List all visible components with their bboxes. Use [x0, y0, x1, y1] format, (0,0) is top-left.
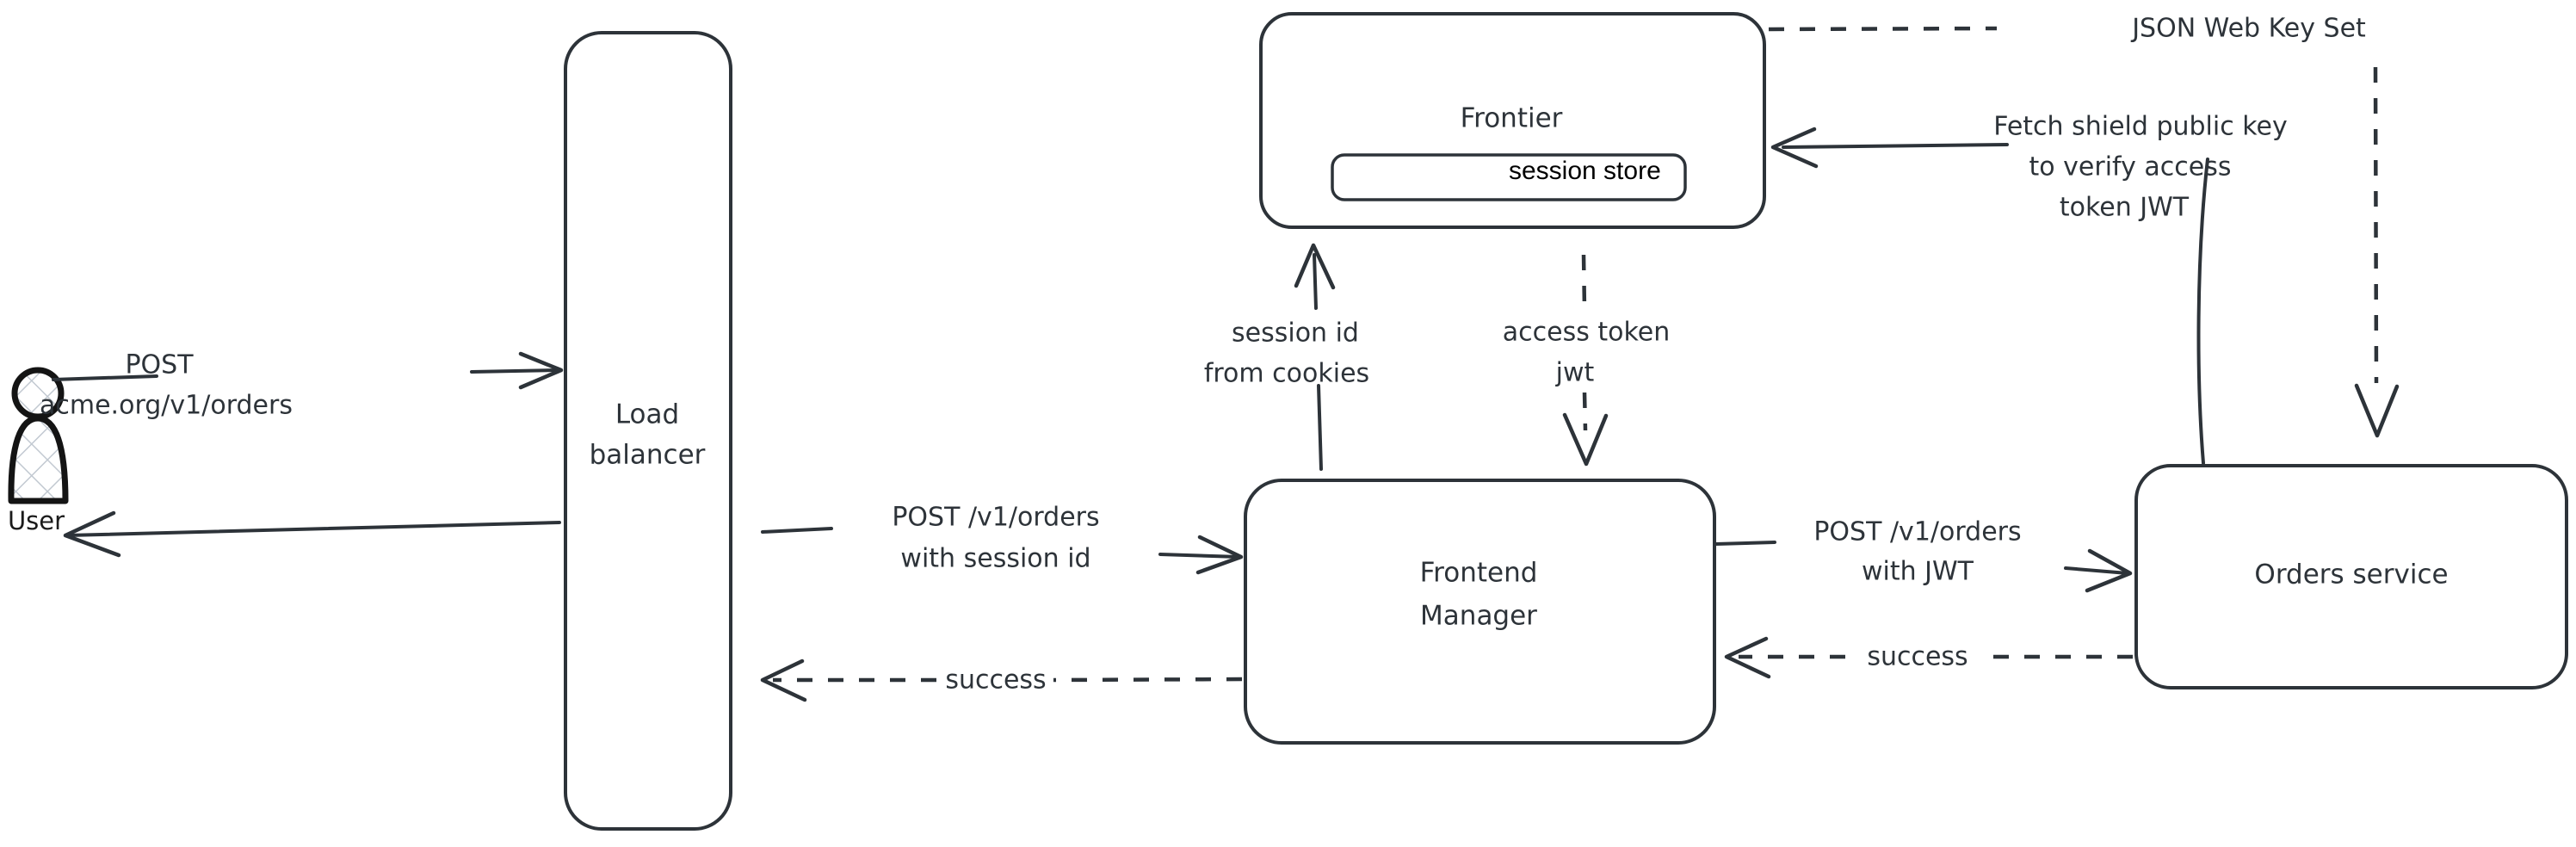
edge-fm-to-orders-arrowhead [2085, 548, 2133, 593]
frontend-manager-shape [1244, 479, 1716, 745]
edge-jwks-line-vertical [2373, 66, 2379, 384]
edge-frontier-to-fm-arrowhead [1562, 412, 1609, 467]
edge-user-to-lb-line2 [470, 368, 559, 374]
edge-orders-to-frontier-label-line3: token JWT [2060, 193, 2190, 223]
edge-lb-to-fm-arrowhead [1195, 535, 1244, 575]
edge-fm-to-orders: POST /v1/orders with JWT [1714, 517, 2133, 593]
edge-fm-to-orders-label-line2: with JWT [1862, 557, 1974, 587]
edge-jwks-arrowhead [2354, 383, 2400, 438]
node-load-balancer[interactable]: Load balancer [564, 31, 732, 831]
edge-frontier-to-fm-label-line1: access token [1503, 318, 1671, 348]
edge-orders-to-fm-success: success [1724, 636, 2133, 679]
edge-user-to-lb-arrowhead [518, 351, 564, 390]
edge-orders-to-frontier-label-line2: to verify access [2029, 152, 2232, 182]
frontend-manager-label-line2: Manager [1420, 601, 1537, 632]
node-orders-service[interactable]: Orders service [2134, 464, 2568, 689]
edge-orders-to-frontier-fetch: Fetch shield public key to verify access… [1770, 112, 2288, 465]
edge-lb-to-user-arrowhead [63, 510, 121, 558]
edge-fm-to-lb-line-left [1053, 677, 1243, 683]
edge-lb-to-user-line [65, 521, 561, 537]
edge-jwks-line-horizontal [1768, 26, 1998, 32]
frontend-manager-label-line1: Frontend [1420, 558, 1538, 589]
edge-frontier-to-orders-jwks: JSON Web Key Set [1768, 14, 2400, 438]
edge-lb-to-fm-label-line2: with session id [900, 544, 1090, 574]
session-store-shape [1331, 153, 1687, 201]
edge-fm-to-lb-arrowhead [760, 658, 807, 702]
person-body-icon [8, 415, 69, 504]
edge-lb-to-fm: POST /v1/orders with session id [761, 503, 1244, 575]
edge-lb-to-fm-line [761, 527, 833, 534]
session-store-label: session store [1509, 157, 1661, 185]
edge-orders-to-fm-success-label: success [1867, 642, 1968, 672]
edge-frontier-to-fm-label-line2: jwt [1555, 358, 1595, 388]
edge-fm-to-frontier-label-line2: from cookies [1204, 359, 1369, 389]
edge-fm-to-frontier-arrowhead [1294, 243, 1336, 290]
edge-jwks-label: JSON Web Key Set [2130, 14, 2366, 44]
load-balancer-label-line1: Load [615, 399, 679, 430]
edge-lb-to-user [63, 510, 561, 558]
edge-user-to-lb-label-line2: acme.org/v1/orders [40, 391, 293, 421]
user-actor-label: User [8, 506, 65, 535]
edge-fm-to-lb-success: success [760, 658, 1243, 702]
edge-user-to-lb-label-line1: POST [125, 350, 194, 380]
edge-lb-to-fm-label-line1: POST /v1/orders [892, 503, 1099, 533]
edge-fm-to-frontier-line-bottom [1317, 384, 1323, 471]
edge-fm-to-orders-line [1714, 541, 1776, 546]
edge-orders-to-frontier-curve [2196, 158, 2209, 465]
edge-user-to-lb: POST acme.org/v1/orders [40, 350, 564, 421]
edge-fm-to-frontier: session id from cookies [1204, 243, 1369, 471]
frontier-label: Frontier [1461, 103, 1563, 134]
edge-fm-to-orders-line2 [2064, 566, 2129, 575]
load-balancer-label-line2: balancer [590, 440, 706, 471]
edge-lb-to-fm-line2 [1158, 553, 1241, 559]
orders-service-label: Orders service [2254, 560, 2448, 590]
edge-fm-to-orders-label-line1: POST /v1/orders [1813, 517, 2021, 547]
edge-orders-to-frontier-label-line1: Fetch shield public key [1993, 112, 2288, 142]
edge-fm-to-frontier-line-top [1313, 253, 1318, 310]
edge-frontier-to-fm: access token jwt [1503, 254, 1671, 467]
load-balancer-shape [564, 31, 732, 831]
edge-orders-to-fm-arrowhead [1724, 636, 1771, 679]
edge-orders-to-frontier-line [1782, 143, 2009, 149]
node-frontier[interactable]: Frontier session store [1259, 12, 1766, 229]
orders-service-shape [2134, 464, 2568, 689]
user-actor: User [8, 367, 69, 535]
edge-fm-to-frontier-label-line1: session id [1232, 318, 1359, 349]
node-frontend-manager[interactable]: Frontend Manager [1244, 479, 1716, 745]
edge-fm-to-lb-success-label: success [945, 665, 1046, 696]
edge-frontier-to-fm-line-top [1581, 254, 1587, 311]
edge-orders-to-frontier-arrowhead [1770, 127, 1819, 169]
edge-user-to-lb-line [52, 374, 158, 381]
node-session-store[interactable]: session store [1331, 153, 1687, 201]
